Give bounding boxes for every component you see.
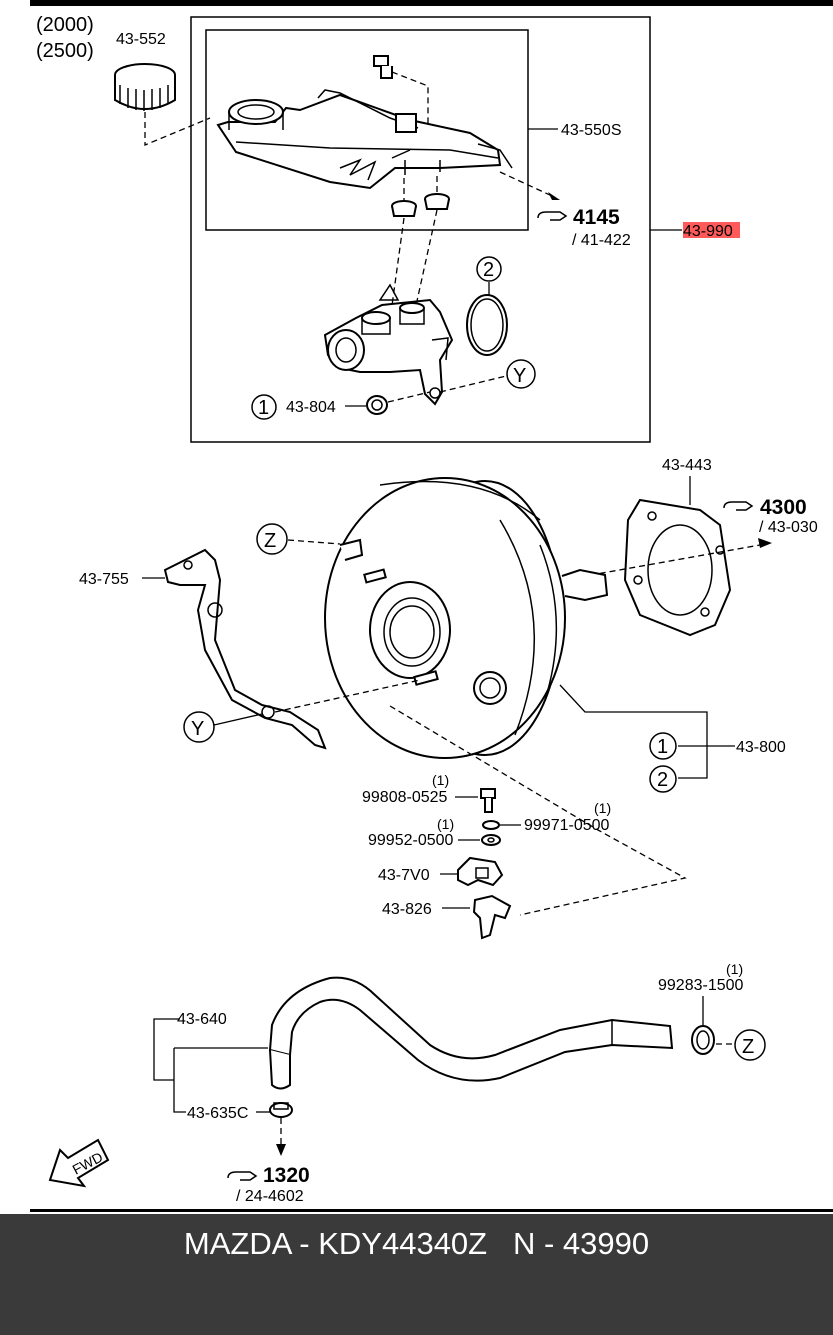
mounting-bracket[interactable]	[163, 548, 327, 750]
mounting-nut[interactable]	[366, 395, 388, 415]
label-booster: 43-800	[736, 739, 786, 756]
grommet-right[interactable]	[424, 193, 450, 210]
callout-2-oring-text: 2	[483, 259, 494, 281]
callout-y-upper	[506, 359, 536, 389]
qty-bolt: (1)	[432, 772, 449, 788]
grommet-left[interactable]	[391, 200, 417, 217]
year-label-2500: (2500)	[36, 40, 94, 62]
label-washer-b: 99952-0500	[368, 832, 454, 849]
hose-clamp-c[interactable]	[269, 1102, 293, 1118]
footer-bar	[0, 1214, 833, 1335]
label-clamp-z: 99283-1500	[658, 977, 744, 994]
callout-z-upper-text: Z	[264, 530, 276, 552]
callout-1-booster-text: 1	[657, 736, 668, 758]
label-clamp-c: 43-635C	[187, 1105, 248, 1122]
reservoir-cap[interactable]	[114, 63, 176, 111]
qty-clamp-z: (1)	[726, 961, 743, 977]
vacuum-sensor[interactable]	[457, 856, 504, 887]
ref-1320[interactable]: 1320 / 24-4602	[227, 1164, 310, 1205]
ref-1320-sub: / 24-4602	[236, 1188, 304, 1205]
callout-2-booster-text: 2	[657, 769, 668, 791]
washer-b[interactable]	[481, 834, 501, 846]
reservoir-tank[interactable]	[216, 89, 513, 190]
ref-4145-number: 4145	[573, 206, 620, 229]
hand-pointer-icon	[537, 211, 568, 221]
booster-gasket[interactable]	[623, 498, 732, 637]
callout-z-lower	[734, 1029, 766, 1061]
label-bolt: 99808-0525	[362, 789, 448, 806]
reservoir-frame	[205, 29, 529, 231]
parts-diagram: (2000) (2500) 43-552 43-550S	[30, 0, 833, 1212]
callout-y-upper-text: Y	[513, 365, 526, 387]
callout-1-nut-text: 1	[258, 397, 269, 419]
master-cylinder[interactable]	[323, 283, 454, 406]
label-cap: 43-552	[116, 31, 166, 48]
ref-1320-number: 1320	[263, 1164, 310, 1187]
callout-z-lower-text: Z	[742, 1036, 754, 1058]
qty-washer-b: (1)	[437, 816, 454, 832]
vacuum-hose[interactable]	[268, 976, 674, 1090]
label-master-cylinder-assy[interactable]: 43-990	[683, 223, 733, 240]
label-washer-a: 99971-0500	[524, 817, 610, 834]
ref-4145-sub: / 41-422	[572, 232, 631, 249]
hand-pointer-icon	[723, 501, 754, 511]
sensor-clip[interactable]	[472, 894, 512, 940]
label-hose: 43-640	[177, 1011, 227, 1028]
reservoir-bolt[interactable]	[373, 55, 393, 79]
label-reservoir-assy: 43-550S	[561, 122, 622, 139]
year-label-2000: (2000)	[36, 14, 94, 36]
callout-1-booster	[649, 732, 677, 760]
callout-1-nut	[251, 394, 277, 420]
highlight-box	[683, 222, 740, 238]
label-clip: 43-826	[382, 901, 432, 918]
brake-booster[interactable]	[324, 477, 609, 759]
o-ring[interactable]	[466, 294, 508, 356]
ref-4300[interactable]: 4300 / 43-030	[723, 496, 818, 536]
label-gasket: 43-443	[662, 457, 712, 474]
washer-a[interactable]	[482, 820, 500, 830]
footer-part-number: MAZDA - KDY44340Z N - 43990	[183, 1226, 650, 1261]
callout-2-booster	[649, 765, 677, 793]
hand-pointer-icon	[227, 1171, 258, 1181]
label-nut: 43-804	[286, 399, 336, 416]
ref-4145[interactable]: 4145 / 41-422	[537, 206, 631, 249]
callout-2-oring	[476, 256, 502, 282]
hose-clamp-z[interactable]	[691, 1025, 715, 1055]
label-bracket: 43-755	[79, 571, 129, 588]
fwd-arrow-icon: FWD	[48, 1138, 110, 1188]
qty-washer-a: (1)	[594, 800, 611, 816]
ref-4300-number: 4300	[760, 496, 807, 519]
callout-y-lower	[183, 711, 215, 743]
callout-y-lower-text: Y	[191, 718, 204, 740]
sensor-bolt[interactable]	[480, 788, 496, 813]
callout-z-upper	[256, 523, 288, 555]
label-sensor: 43-7V0	[378, 867, 430, 884]
ref-4300-sub: / 43-030	[759, 519, 818, 536]
